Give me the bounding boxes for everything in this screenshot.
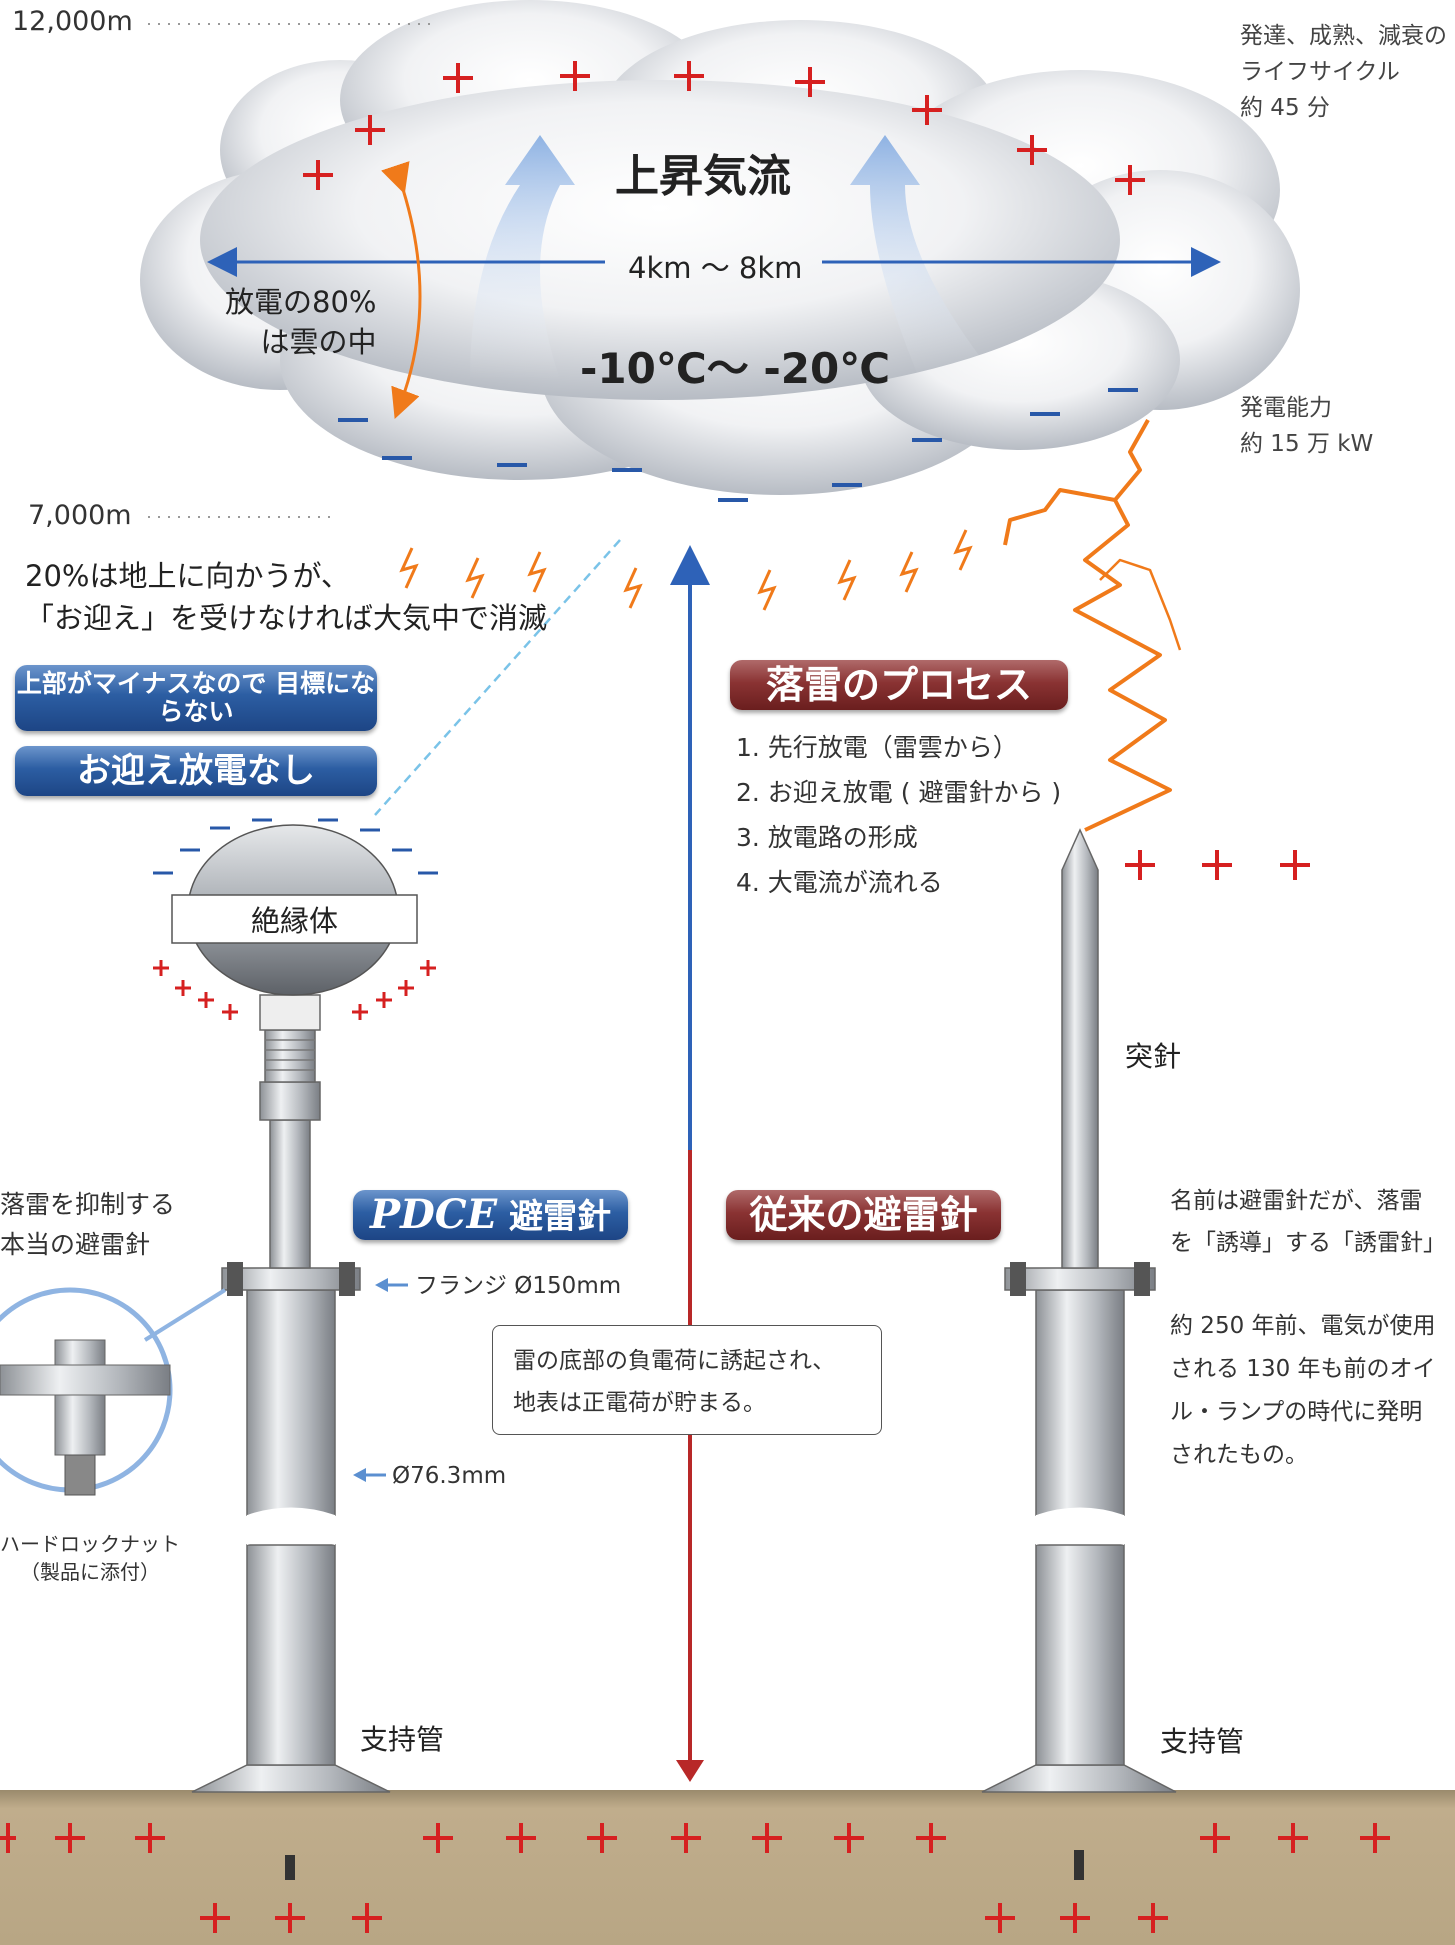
conventional-rod xyxy=(981,828,1177,1880)
power-note: 発電能力 約 15 万 kW xyxy=(1240,390,1373,462)
pdce-label: PDCE 避雷針 xyxy=(353,1190,628,1240)
conventional-desc2: 約 250 年前、電気が使用 される 130 年も前のオイ ル・ランプの時代に発… xyxy=(1170,1305,1436,1477)
lightning-bolt xyxy=(1003,419,1182,832)
induction-note-box: 雷の底部の負電荷に誘起され、 地表は正電荷が貯まる。 xyxy=(492,1325,882,1435)
discharge-line: 放電の80% xyxy=(225,285,377,319)
conventional-desc-line: されたもの。 xyxy=(1170,1442,1308,1468)
power-line: 発電能力 xyxy=(1240,395,1332,421)
induction-line: 雷の底部の負電荷に誘起され、 xyxy=(513,1348,836,1374)
not-target-label: 上部がマイナスなので 目標にならない xyxy=(16,669,376,726)
power-line: 約 15 万 kW xyxy=(1240,431,1374,457)
conventional-desc-line: される 130 年も前のオイ xyxy=(1170,1356,1436,1382)
updraft-arrows xyxy=(470,135,990,380)
ground-note: 20%は地上に向かうが、 「お迎え」を受けなければ大気中で消滅 xyxy=(25,555,547,639)
no-upward-leader-line xyxy=(374,539,621,816)
induction-line: 地表は正電荷が貯まる。 xyxy=(513,1390,766,1416)
pdce-label-name: PDCE xyxy=(370,1191,498,1238)
downward-arrow-head xyxy=(676,1760,704,1782)
dome-negative-charges xyxy=(153,818,438,875)
not-target-button: 上部がマイナスなので 目標にならない xyxy=(15,665,377,731)
lifecycle-line: 発達、成熟、減衰の xyxy=(1240,23,1447,49)
process-step: 3. 放電路の形成 xyxy=(736,823,918,852)
process-step: 1. 先行放電（雷雲から） xyxy=(736,733,1018,762)
hard-lock-nut-label: ハードロックナット （製品に添付） xyxy=(0,1530,180,1586)
discharge-label: 放電の80% は雲の中 xyxy=(225,282,376,362)
conventional-desc-line: を「誘導」する「誘雷針」 xyxy=(1170,1230,1446,1256)
pdce-description: 落雷を抑制する 本当の避雷針 xyxy=(0,1185,175,1265)
conventional-desc-line: ル・ランプの時代に発明 xyxy=(1170,1399,1423,1425)
hard-lock-nut-detail xyxy=(0,1287,227,1496)
conventional-desc1: 名前は避雷針だが、落雷 を「誘導」する「誘雷針」 xyxy=(1170,1180,1446,1264)
process-steps: 1. 先行放電（雷雲から） 2. お迎え放電 ( 避雷針から ) 3. 放電路の… xyxy=(736,725,1061,905)
dome-positive-charges xyxy=(153,960,436,1020)
altitude-bottom-label: 7,000m xyxy=(28,500,132,531)
ground-note-line: 20%は地上に向かうが、 xyxy=(25,559,350,593)
ground-positive-charges xyxy=(0,850,1390,1933)
conventional-label: 従来の避雷針 xyxy=(726,1190,1001,1240)
process-step: 4. 大電流が流れる xyxy=(736,868,943,897)
insulator-label: 絶縁体 xyxy=(250,904,338,938)
stepped-leader-sparks xyxy=(399,529,973,611)
cloud-positive-charges xyxy=(303,61,1145,195)
induction-note: 雷の底部の負電荷に誘起され、 地表は正電荷が貯まる。 xyxy=(513,1340,835,1424)
pdce-desc-line: 落雷を抑制する xyxy=(0,1190,176,1219)
pdce-label-suffix: 避雷針 xyxy=(497,1197,611,1237)
conventional-support-label: 支持管 xyxy=(1160,1725,1245,1758)
tip-label: 突針 xyxy=(1125,1040,1182,1073)
ground-note-line: 「お迎え」を受けなければ大気中で消滅 xyxy=(25,601,548,635)
flange-label: フランジ Ø150mm xyxy=(415,1273,622,1299)
altitude-top-label: 12,000m xyxy=(12,6,133,37)
no-upward-discharge-button: お迎え放電なし xyxy=(15,746,377,796)
nut-line: ハードロックナット xyxy=(0,1532,180,1556)
lifecycle-note: 発達、成熟、減衰の ライフサイクル 約 45 分 xyxy=(1240,18,1447,126)
discharge-arrow xyxy=(381,161,422,420)
pdce-support-label: 支持管 xyxy=(360,1723,445,1756)
process-step: 2. お迎え放電 ( 避雷針から ) xyxy=(736,778,1062,807)
cloud-negative-charges xyxy=(338,388,1138,502)
ground xyxy=(0,1790,1455,1945)
diameter-label: Ø76.3mm xyxy=(392,1463,507,1489)
lifecycle-line: 約 45 分 xyxy=(1240,95,1330,121)
updraft-label: 上昇気流 xyxy=(615,151,791,202)
cloud-width-label: 4km ～ 8km xyxy=(628,251,803,285)
conventional-desc-line: 名前は避雷針だが、落雷 xyxy=(1170,1188,1423,1214)
nut-line: （製品に添付） xyxy=(20,1560,160,1584)
process-title: 落雷のプロセス xyxy=(730,660,1068,710)
pdce-rod xyxy=(171,824,418,1880)
pdce-desc-line: 本当の避雷針 xyxy=(0,1230,151,1259)
temperature-label: -10℃～ -20℃ xyxy=(580,344,891,393)
lifecycle-line: ライフサイクル xyxy=(1240,59,1400,85)
flange-bolts xyxy=(227,1262,355,1296)
discharge-line: は雲の中 xyxy=(260,325,377,359)
conventional-desc-line: 約 250 年前、電気が使用 xyxy=(1170,1313,1436,1339)
dimension-pointers xyxy=(353,1278,408,1482)
